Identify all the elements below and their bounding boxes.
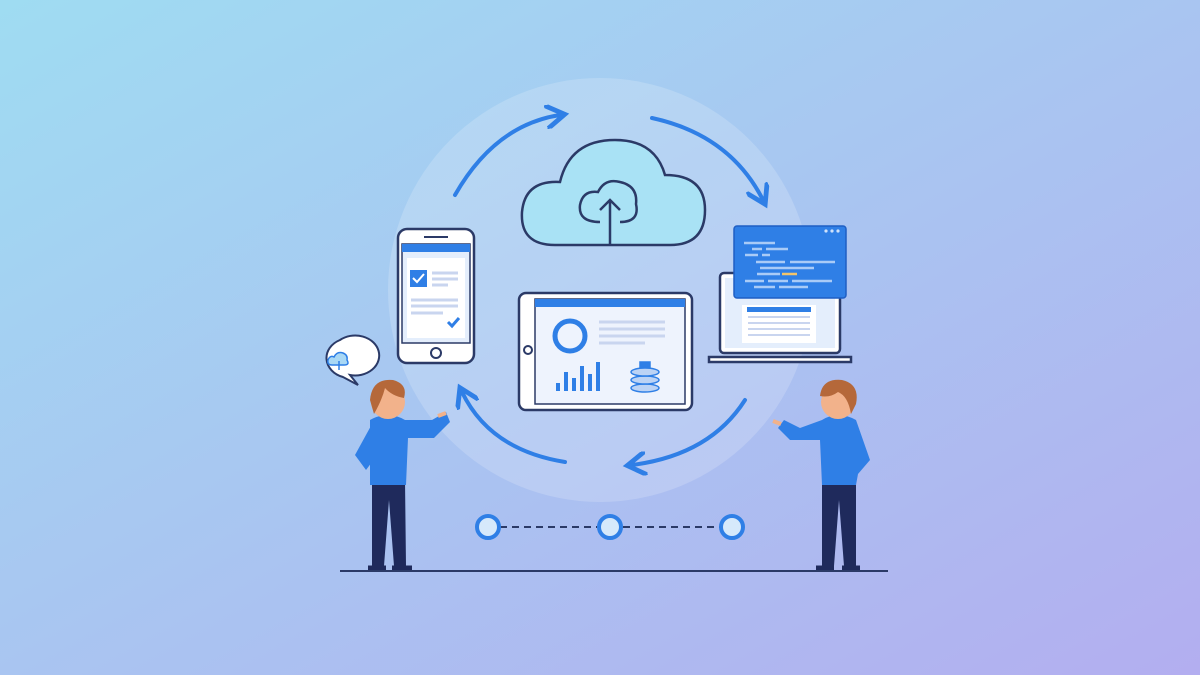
speech-bubble-cloud-icon <box>325 334 381 386</box>
step-1 <box>475 514 501 540</box>
donut-chart-icon <box>552 318 588 354</box>
code-window-icon <box>733 225 847 299</box>
cloud-upload-icon <box>520 138 707 247</box>
step-2 <box>597 514 623 540</box>
person-right <box>772 379 870 571</box>
progress-steps-icon <box>475 514 745 540</box>
database-icon <box>630 361 660 393</box>
sync-arrows-icon <box>453 115 763 465</box>
step-3 <box>719 514 745 540</box>
tablet-dashboard-icon <box>517 291 694 412</box>
halo-circle <box>388 78 812 502</box>
person-left <box>355 379 450 571</box>
bar-chart-icon <box>556 362 600 391</box>
check-shield-icon <box>446 317 461 329</box>
smartphone-icon <box>396 227 476 365</box>
